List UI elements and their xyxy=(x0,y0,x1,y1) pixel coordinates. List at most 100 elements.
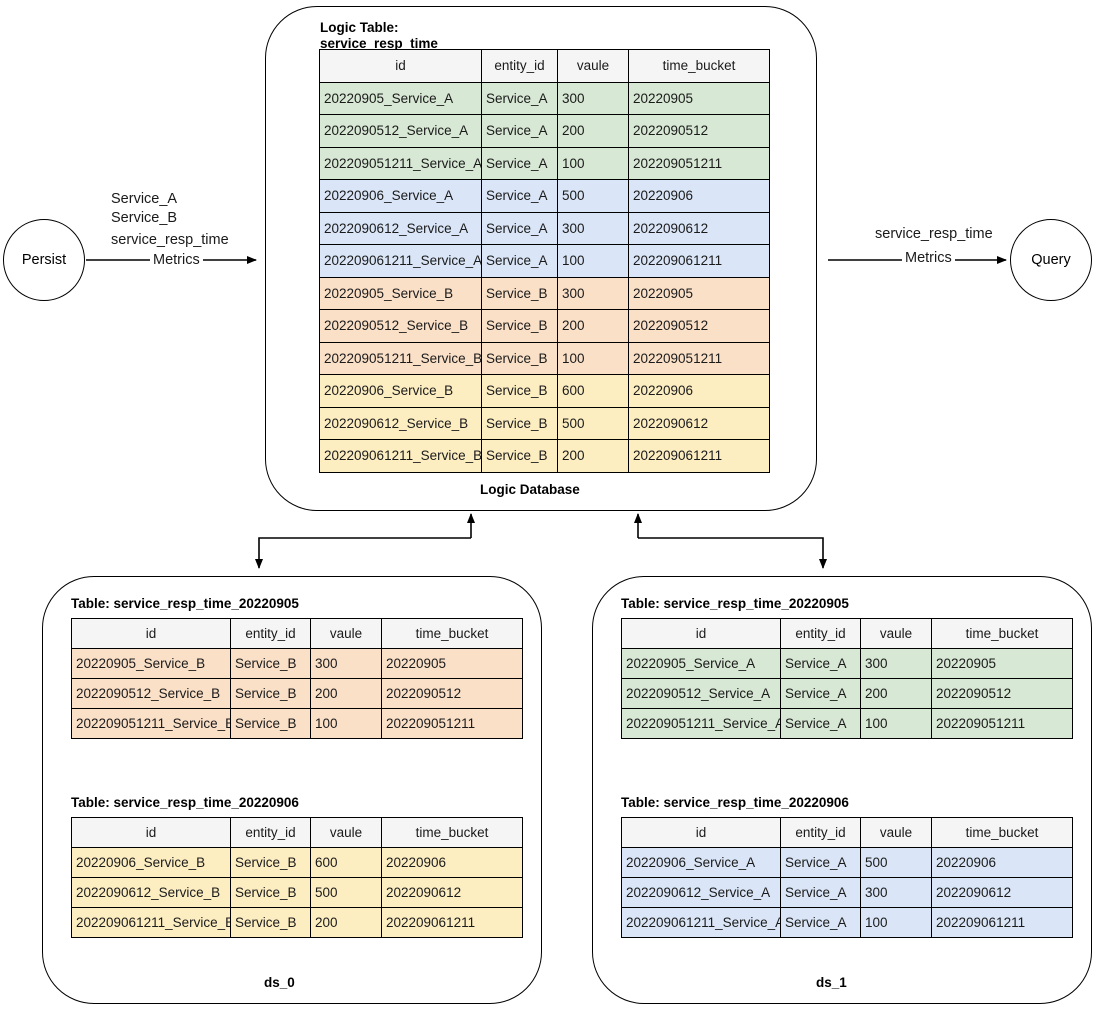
cell-id: 202209051211_Service_A xyxy=(319,146,482,180)
cell-time-bucket: 2022090612 xyxy=(931,877,1073,908)
table-header-row: id entity_id vaule time_bucket xyxy=(621,817,1073,848)
logic-table-title-line1: Logic Table: xyxy=(320,20,399,35)
cell-id: 2022090612_Service_A xyxy=(621,877,781,908)
cell-vaule: 200 xyxy=(557,309,629,343)
column-header-id: id xyxy=(621,618,781,649)
cell-entity-id: Service_B xyxy=(481,341,558,375)
cell-time-bucket: 20220906 xyxy=(628,374,770,408)
cell-entity-id: Service_B xyxy=(230,708,311,739)
column-header-vaule: vaule xyxy=(310,618,382,649)
cell-vaule: 100 xyxy=(860,708,932,739)
cell-id: 202209061211_Service_A xyxy=(621,907,781,938)
column-header-entity-id: entity_id xyxy=(230,817,311,848)
cell-entity-id: Service_B xyxy=(230,847,311,878)
cell-id: 202209061211_Service_B xyxy=(319,439,482,473)
cell-vaule: 300 xyxy=(860,877,932,908)
cell-time-bucket: 2022090612 xyxy=(628,406,770,440)
cell-vaule: 300 xyxy=(557,81,629,115)
logic-table-title-line2: service_resp_time xyxy=(320,36,438,51)
cell-time-bucket: 202209061211 xyxy=(628,244,770,278)
persist-edge-label-metrics: Metrics xyxy=(150,252,203,268)
cell-vaule: 600 xyxy=(557,374,629,408)
cell-id: 2022090512_Service_B xyxy=(319,309,482,343)
cell-time-bucket: 20220905 xyxy=(381,648,523,679)
cell-id: 202209051211_Service_A xyxy=(621,708,781,739)
cell-time-bucket: 20220906 xyxy=(381,847,523,878)
cell-id: 20220905_Service_B xyxy=(71,648,231,679)
cell-entity-id: Service_A xyxy=(481,244,558,278)
query-edge-label-metrics: Metrics xyxy=(902,250,955,266)
cell-time-bucket: 20220906 xyxy=(628,179,770,213)
cell-time-bucket: 202209051211 xyxy=(931,708,1073,739)
cell-vaule: 100 xyxy=(310,708,382,739)
cell-vaule: 300 xyxy=(310,648,382,679)
cell-time-bucket: 2022090512 xyxy=(628,114,770,148)
cell-entity-id: Service_A xyxy=(780,847,861,878)
query-node[interactable]: Query xyxy=(1010,219,1092,301)
persist-edge-label-metric-name: service_resp_time xyxy=(111,232,229,248)
cell-vaule: 200 xyxy=(310,678,382,709)
column-header-id: id xyxy=(319,49,482,83)
column-header-id: id xyxy=(621,817,781,848)
cell-vaule: 500 xyxy=(557,179,629,213)
cell-time-bucket: 20220906 xyxy=(931,847,1073,878)
query-node-label: Query xyxy=(1031,252,1071,268)
cell-id: 202209061211_Service_B xyxy=(71,907,231,938)
cell-id: 202209051211_Service_B xyxy=(71,708,231,739)
column-header-time-bucket: time_bucket xyxy=(628,49,770,83)
cell-vaule: 100 xyxy=(860,907,932,938)
cell-id: 202209061211_Service_A xyxy=(319,244,482,278)
cell-id: 20220906_Service_B xyxy=(319,374,482,408)
cell-id: 20220906_Service_A xyxy=(319,179,482,213)
ds0-caption: ds_0 xyxy=(264,975,295,990)
cell-id: 202209051211_Service_B xyxy=(319,341,482,375)
cell-time-bucket: 202209051211 xyxy=(628,341,770,375)
column-header-entity-id: entity_id xyxy=(780,817,861,848)
cell-id: 2022090612_Service_B xyxy=(319,406,482,440)
cell-entity-id: Service_A xyxy=(481,211,558,245)
cell-vaule: 200 xyxy=(557,439,629,473)
cell-time-bucket: 20220905 xyxy=(931,648,1073,679)
logic-table-header-row: id entity_id vaule time_bucket xyxy=(319,49,770,83)
column-header-entity-id: entity_id xyxy=(230,618,311,649)
cell-vaule: 200 xyxy=(310,907,382,938)
cell-time-bucket: 2022090612 xyxy=(381,877,523,908)
ds1-table-20220905: id entity_id vaule time_bucket 20220905_… xyxy=(621,618,1073,739)
ds0-table-20220905: id entity_id vaule time_bucket 20220905_… xyxy=(71,618,523,739)
column-header-id: id xyxy=(71,618,231,649)
edge-logicdb-to-ds0 xyxy=(255,513,475,569)
column-header-entity-id: entity_id xyxy=(780,618,861,649)
cell-id: 20220906_Service_A xyxy=(621,847,781,878)
cell-time-bucket: 20220905 xyxy=(628,276,770,310)
persist-node[interactable]: Persist xyxy=(3,219,85,301)
cell-time-bucket: 2022090512 xyxy=(628,309,770,343)
cell-entity-id: Service_B xyxy=(481,309,558,343)
cell-entity-id: Service_B xyxy=(481,276,558,310)
cell-time-bucket: 202209061211 xyxy=(931,907,1073,938)
cell-entity-id: Service_B xyxy=(230,907,311,938)
cell-vaule: 500 xyxy=(860,847,932,878)
cell-id: 2022090512_Service_A xyxy=(319,114,482,148)
cell-id: 20220906_Service_B xyxy=(71,847,231,878)
logic-database-caption: Logic Database xyxy=(480,482,580,497)
cell-id: 20220905_Service_A xyxy=(621,648,781,679)
cell-entity-id: Service_A xyxy=(481,179,558,213)
cell-time-bucket: 2022090612 xyxy=(628,211,770,245)
